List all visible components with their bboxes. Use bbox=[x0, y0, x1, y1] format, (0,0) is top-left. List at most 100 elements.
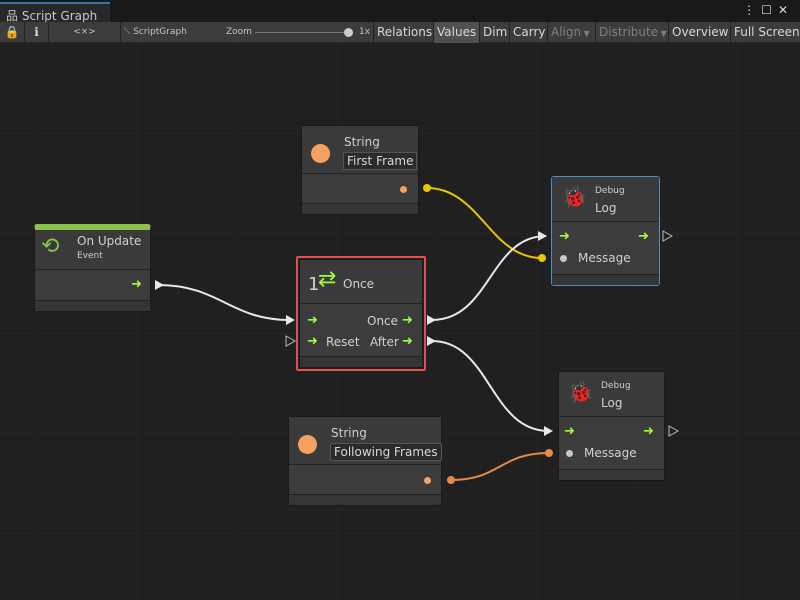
edge-firstframe-to-log1[interactable] bbox=[426, 187, 543, 259]
edge-following-to-log2[interactable] bbox=[450, 452, 550, 481]
node-string-following-frames[interactable]: String Following Frames bbox=[288, 416, 442, 506]
node-header: String Following Frames bbox=[289, 417, 442, 465]
more-icon[interactable]: ⋮ bbox=[743, 3, 762, 17]
edge-update-to-once[interactable] bbox=[157, 284, 291, 321]
port-triangle[interactable] bbox=[155, 280, 164, 290]
node-footer bbox=[302, 203, 418, 214]
port-label-reset: Reset bbox=[326, 335, 360, 349]
toolbar: 🔒 ℹ <×> ⟍ ScriptGraph Zoom 1x Relations … bbox=[0, 22, 800, 43]
flow-arrow-icon[interactable]: ➜ bbox=[402, 334, 413, 349]
node-footer bbox=[289, 494, 441, 505]
zoom-label: Zoom bbox=[226, 27, 252, 37]
update-icon: ⟲ bbox=[41, 234, 60, 259]
input-port[interactable] bbox=[560, 255, 567, 262]
align-dropdown[interactable]: Align ▼ bbox=[548, 22, 596, 43]
caret-down-icon: ▼ bbox=[658, 29, 667, 38]
port-triangle[interactable] bbox=[427, 315, 436, 325]
once-count: 1 bbox=[308, 274, 320, 295]
distribute-label: Distribute bbox=[599, 25, 659, 39]
values-button[interactable]: Values bbox=[434, 22, 480, 43]
node-header: String First Frame bbox=[302, 126, 418, 174]
tab-script-graph[interactable]: 品 Script Graph bbox=[0, 2, 110, 23]
port-dot[interactable] bbox=[447, 476, 455, 484]
full-screen-button[interactable]: Full Screen bbox=[734, 25, 800, 39]
node-debug-log-2[interactable]: 🐞 Debug Log ➜ ➜ Message bbox=[558, 371, 665, 481]
node-once[interactable]: 1 ⇄ Once ➜ Once ➜ ➜ Reset After ➜ bbox=[299, 259, 423, 368]
node-header: 🐞 Debug Log bbox=[559, 372, 664, 417]
node-debug-log-1[interactable]: 🐞 Debug Log ➜ ➜ Message bbox=[551, 176, 660, 286]
carry-button[interactable]: Carry bbox=[510, 22, 548, 43]
node-title: Log bbox=[601, 396, 623, 410]
node-title: On Update bbox=[77, 234, 142, 248]
node-title: String bbox=[331, 426, 367, 440]
port-triangle[interactable] bbox=[668, 425, 680, 437]
flow-arrow-icon[interactable]: ➜ bbox=[643, 424, 654, 439]
distribute-dropdown[interactable]: Distribute ▼ bbox=[596, 22, 669, 43]
port-label-after: After bbox=[370, 335, 399, 349]
flow-arrow-icon[interactable]: ➜ bbox=[307, 334, 318, 349]
selection-outline bbox=[296, 256, 426, 371]
flow-arrow-icon[interactable]: ➜ bbox=[402, 313, 413, 328]
window-controls: ⋮☐✕ bbox=[743, 3, 794, 17]
node-subtitle: Event bbox=[77, 251, 103, 261]
flow-arrow-icon[interactable]: ➜ bbox=[564, 424, 575, 439]
lock-icon[interactable]: 🔒 bbox=[0, 22, 25, 43]
string-value-field[interactable]: Following Frames bbox=[330, 443, 442, 461]
graph-icon: ⟍ bbox=[124, 27, 131, 37]
bug-icon: 🐞 bbox=[568, 380, 593, 404]
node-string-first-frame[interactable]: String First Frame bbox=[301, 125, 419, 215]
port-label-message: Message bbox=[584, 446, 637, 460]
zoom-slider-handle[interactable] bbox=[344, 28, 353, 37]
input-port[interactable] bbox=[566, 450, 573, 457]
node-category: Debug bbox=[601, 381, 631, 391]
node-title: Log bbox=[595, 201, 617, 215]
zoom-value: 1x bbox=[359, 27, 371, 37]
port-triangle[interactable] bbox=[427, 336, 436, 346]
node-footer bbox=[35, 300, 150, 311]
zoom-slider[interactable] bbox=[255, 32, 351, 33]
string-value-field[interactable]: First Frame bbox=[343, 152, 418, 170]
relations-button[interactable]: Relations bbox=[374, 22, 434, 43]
port-dot[interactable] bbox=[538, 254, 546, 262]
port-triangle[interactable] bbox=[662, 230, 674, 242]
node-footer bbox=[559, 469, 664, 480]
port-triangle[interactable] bbox=[286, 315, 295, 325]
bug-icon: 🐞 bbox=[562, 185, 587, 209]
node-title: Once bbox=[343, 277, 375, 291]
graph-breadcrumb: ⟍ ScriptGraph Zoom 1x bbox=[121, 22, 374, 43]
caret-down-icon: ▼ bbox=[581, 29, 590, 38]
dim-button[interactable]: Dim bbox=[480, 22, 510, 43]
output-port[interactable] bbox=[400, 186, 407, 193]
string-icon bbox=[311, 144, 330, 163]
flow-arrow-icon[interactable]: ➜ bbox=[638, 229, 649, 244]
node-title: String bbox=[344, 135, 380, 149]
flow-arrow-icon[interactable]: ➜ bbox=[559, 229, 570, 244]
port-dot[interactable] bbox=[545, 449, 553, 457]
tab-bar: 品 Script Graph ⋮☐✕ bbox=[0, 0, 800, 23]
node-header: 1 ⇄ Once bbox=[300, 260, 422, 304]
code-button[interactable]: <×> bbox=[49, 22, 121, 43]
port-triangle[interactable] bbox=[285, 335, 297, 347]
output-port[interactable] bbox=[424, 477, 431, 484]
loop-icon: ⇄ bbox=[318, 267, 337, 292]
flow-arrow-icon[interactable]: ➜ bbox=[307, 313, 318, 328]
info-icon[interactable]: ℹ bbox=[25, 22, 49, 43]
close-icon[interactable]: ✕ bbox=[777, 3, 794, 17]
port-label-once: Once bbox=[367, 314, 399, 328]
node-header: 🐞 Debug Log bbox=[552, 177, 659, 222]
edge-once-to-log1[interactable] bbox=[431, 235, 547, 321]
align-label: Align bbox=[551, 25, 582, 39]
node-footer bbox=[300, 356, 422, 367]
hierarchy-icon: 品 bbox=[6, 9, 22, 23]
node-header: ⟲ On Update Event bbox=[35, 230, 150, 270]
port-dot[interactable] bbox=[423, 184, 431, 192]
maximize-icon[interactable]: ☐ bbox=[761, 3, 778, 17]
overview-button[interactable]: Overview bbox=[669, 22, 731, 43]
port-triangle[interactable] bbox=[544, 426, 553, 436]
edge-after-to-log2[interactable] bbox=[431, 340, 550, 432]
node-category: Debug bbox=[595, 186, 625, 196]
port-triangle[interactable] bbox=[538, 231, 547, 241]
node-on-update[interactable]: ⟲ On Update Event ➜ bbox=[34, 224, 151, 312]
flow-arrow-icon[interactable]: ➜ bbox=[131, 277, 142, 292]
